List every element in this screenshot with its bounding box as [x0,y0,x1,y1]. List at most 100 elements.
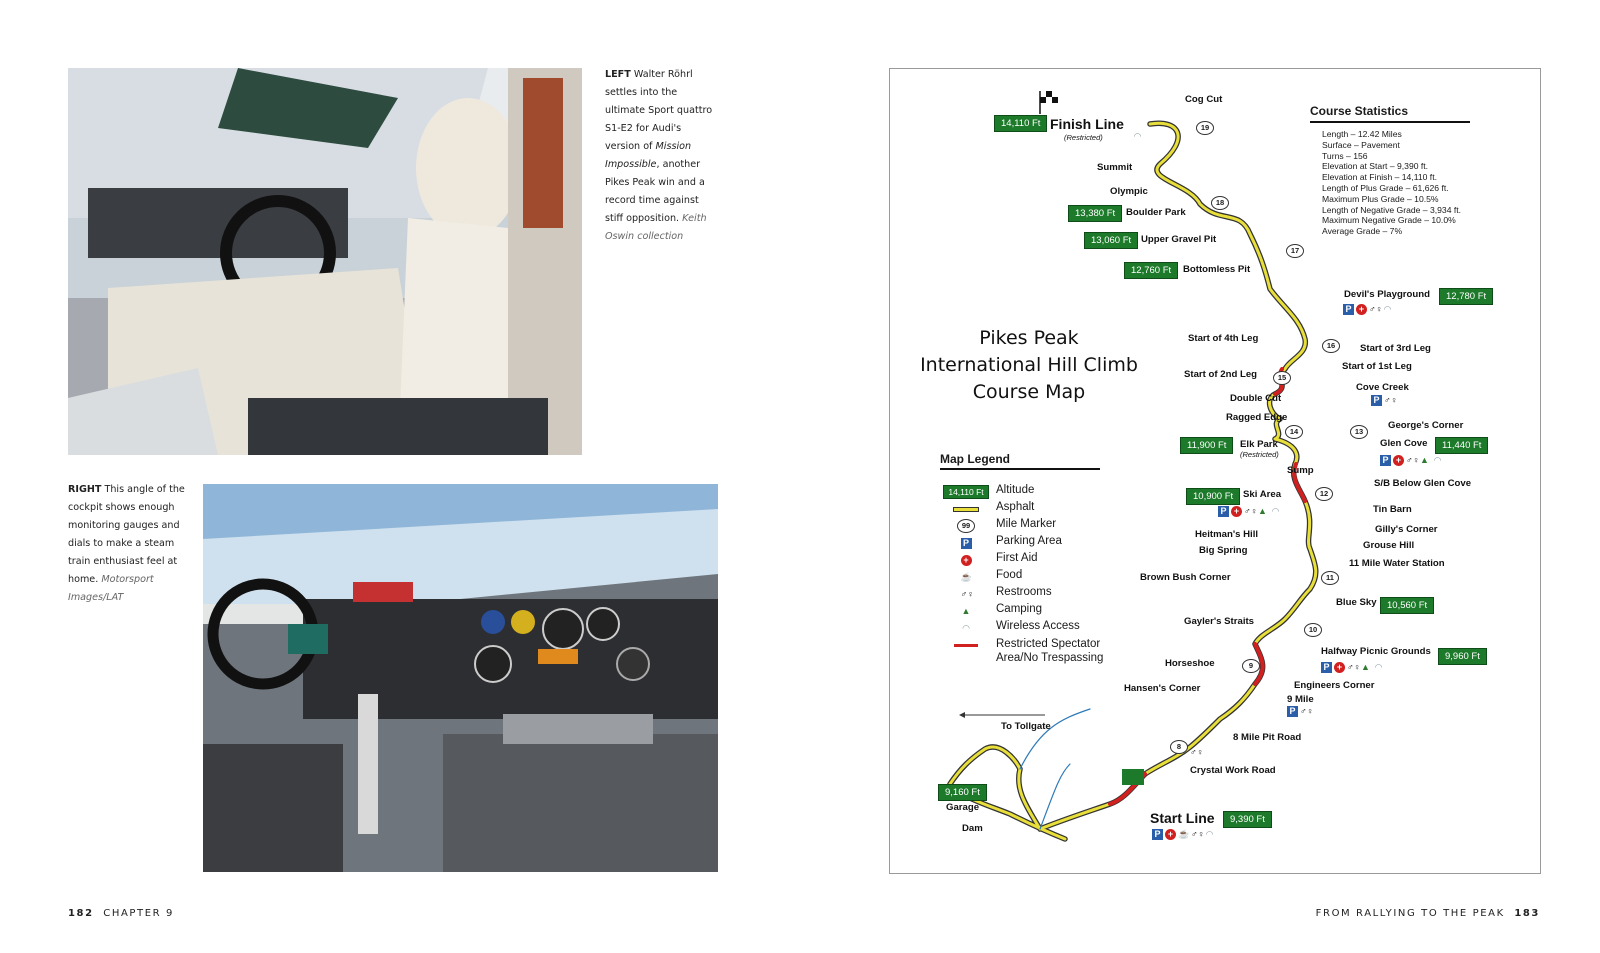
mile-marker-icon: 99 [957,519,975,533]
amenities-finish: ◠ [1132,131,1143,142]
food-icon: ☕ [1178,829,1190,839]
landmark-label: S/B Below Glen Cove [1374,478,1472,489]
legend-label-line: Restricted Spectator [996,638,1101,650]
landmark-label: 9 Mile [1287,694,1314,705]
cockpit-photo-driver [68,68,582,455]
legend-label: Parking Area [996,535,1062,547]
legend-label: Mile Marker [996,518,1057,530]
restroom-icon: ♂♀ [1190,747,1204,757]
wifi-icon: ◠ [1383,304,1392,314]
landmark-label: Horseshoe [1165,658,1215,669]
restroom-icon: ♂♀ [960,588,975,599]
landmark-label: Grouse Hill [1363,540,1415,551]
landmark-label: Engineers Corner [1294,680,1375,691]
amenities-nine-mile: P♂♀ [1287,706,1314,717]
landmark-label: Double Cut [1230,393,1282,404]
to-tollgate-label: To Tollgate [1001,721,1051,732]
caption-left-photo: LEFT Walter Röhrl settles into the ultim… [605,66,715,246]
stat-item: Elevation at Start – 9,390 ft. [1322,161,1429,172]
landmark-label: Sump [1287,465,1314,476]
landmark-label: Elk Park [1240,439,1278,450]
camping-tree-icon: ▲ [1258,506,1267,516]
landmark-label: Garage [946,802,980,813]
landmark-label: Start of 2nd Leg [1184,369,1258,380]
page-number: 183 [1514,908,1540,919]
landmark-label: Tin Barn [1373,504,1412,515]
restroom-icon: ♂♀ [1191,829,1205,839]
altitude-badge-blue-sky: 10,560 Ft [1380,597,1435,614]
finish-line-label: Finish Line [1050,116,1124,132]
first-aid-icon: + [1356,304,1367,315]
stat-item: Maximum Plus Grade – 10.5% [1322,193,1439,204]
legend-label: Wireless Access [996,620,1080,632]
landmark-label: Devil's Playground [1344,289,1430,300]
amenities-ski-area: P+♂♀▲◠ [1218,506,1281,517]
folio-left: 182 CHAPTER 9 [68,908,174,919]
food-icon: ☕ [960,571,972,582]
landmark-label: Cog Cut [1185,94,1223,105]
landmark-label: Crystal Work Road [1190,765,1276,776]
amenities-eight-mile: ♂♀ [1190,747,1204,758]
altitude-badge-elk-park: 11,900 Ft [1180,437,1234,454]
camping-tree-icon: ▲ [1420,455,1429,465]
caption-right-photo: RIGHT This angle of the cockpit shows en… [68,481,188,607]
stat-item: Length of Plus Grade – 61,626 ft. [1322,182,1449,193]
amenities-devils-playground: P+♂♀◠ [1343,304,1393,315]
landmark-label: Olympic [1110,186,1148,197]
parking-icon: P [1287,706,1298,717]
stats-heading: Course Statistics [1310,104,1470,123]
landmark-label: Dam [962,823,983,834]
legend-label: Restrooms [996,586,1052,598]
landmark-label: Brown Bush Corner [1140,572,1231,583]
stat-item: Length of Negative Grade – 3,934 ft. [1322,204,1462,215]
parking-icon: P [1371,395,1382,406]
restroom-icon: ♂♀ [1300,706,1314,716]
amenities-start-line: P+☕♂♀◠ [1152,829,1215,840]
altitude-badge-finish: 14,110 Ft [994,115,1048,132]
photo-credit: Motorsport Images/LAT [68,574,154,603]
restroom-icon: ♂♀ [1347,662,1361,672]
wifi-icon: ◠ [1133,131,1142,141]
landmark-label: Gayler's Straits [1184,616,1255,627]
parking-icon: P [1343,304,1354,315]
landmark-label: Gilly's Corner [1375,524,1438,535]
map-legend: Map Legend 14,110 Ft Altitude Asphalt 99… [940,452,1103,664]
landmark-label: Start of 4th Leg [1188,333,1259,344]
asphalt-line-icon [953,506,979,512]
parking-icon: P [960,537,972,549]
first-aid-icon: + [1393,455,1404,466]
mile-marker-9: 9 [1242,659,1260,673]
mile-marker-8: 8 [1170,740,1188,754]
landmark-label: 11 Mile Water Station [1349,558,1445,569]
restroom-icon: ♂♀ [1406,455,1420,465]
landmark-label: 8 Mile Pit Road [1233,732,1302,743]
wifi-icon: ◠ [962,622,970,633]
altitude-badge-upper-gravel: 13,060 Ft [1084,232,1139,249]
altitude-badge-devils: 12,780 Ft [1439,288,1494,305]
parking-icon: P [1380,455,1391,466]
stat-item: Surface – Pavement [1322,139,1400,150]
landmark-label: George's Corner [1388,420,1464,431]
map-title: Pikes Peak International Hill Climb Cour… [920,325,1138,406]
map-title-line: Course Map [972,381,1086,403]
altitude-badge-boulder-park: 13,380 Ft [1068,205,1123,222]
chapter-label: CHAPTER 9 [103,908,174,919]
restricted-note: (Restricted) [1064,133,1103,142]
landmark-label: Upper Gravel Pit [1141,234,1217,245]
legend-label-line: Area/No Trespassing [996,652,1104,664]
mile-marker-13: 13 [1350,425,1368,439]
landmark-label: Ragged Edge [1226,412,1288,423]
legend-label: Camping [996,603,1043,615]
altitude-badge-bottomless: 12,760 Ft [1124,262,1179,279]
legend-label: Food [996,569,1023,581]
first-aid-icon: + [1334,662,1345,673]
course-statistics: Course Statistics Length – 12.42 Miles S… [1310,104,1470,237]
landmark-label: Boulder Park [1126,207,1186,218]
start-line-label: Start Line [1150,810,1215,826]
restroom-icon: ♂♀ [1244,506,1258,516]
wifi-icon: ◠ [1374,662,1383,672]
landmark-label: Hansen's Corner [1124,683,1201,694]
restricted-note: (Restricted) [1240,450,1279,459]
page-number: 182 [68,908,94,919]
